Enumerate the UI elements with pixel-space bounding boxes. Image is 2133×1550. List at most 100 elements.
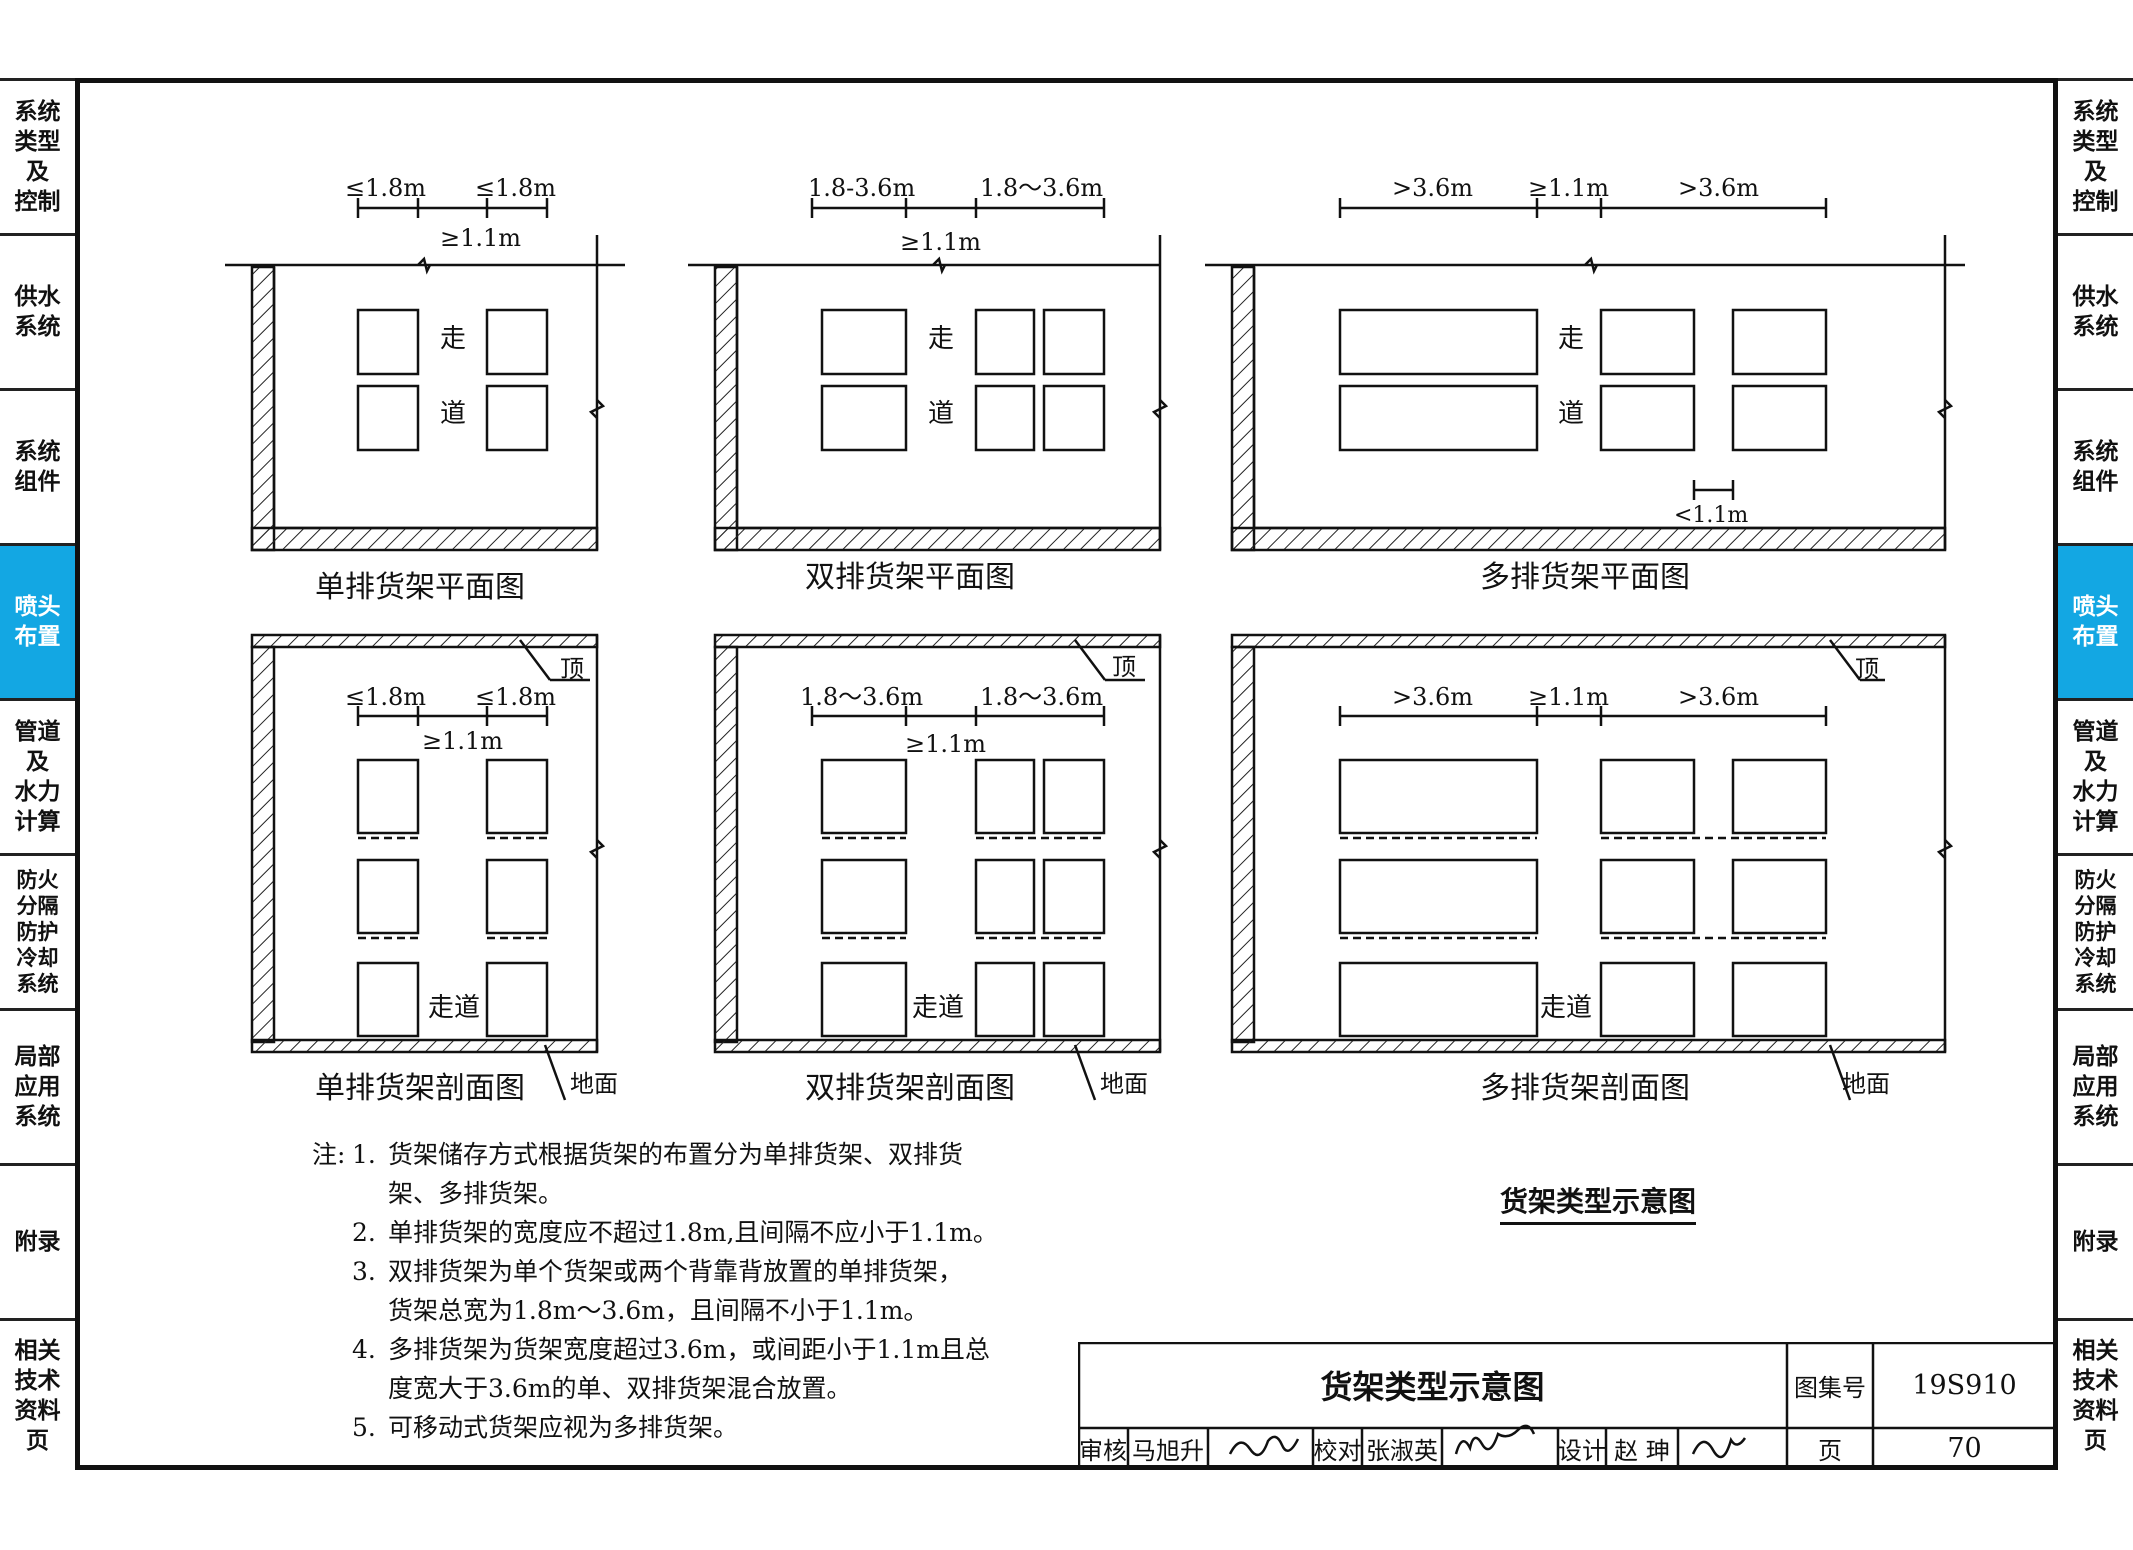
title-block-title: 货架类型示意图 — [1320, 1368, 1545, 1406]
multi-plan-view — [1205, 198, 1965, 552]
note-2: 2. 单排货架的宽度应不超过1.8m,且间隔不应小于1.1m。 — [312, 1213, 1072, 1252]
atlas-number: 19S910 — [1912, 1369, 2017, 1401]
double-section-dim-gap: ≥1.1m — [905, 730, 986, 758]
double-section-ceiling: 顶 — [1112, 653, 1136, 681]
note-5: 5. 可移动式货架应视为多排货架。 — [312, 1408, 1072, 1447]
drawing-frame — [75, 78, 2058, 1470]
figure-caption: 货架类型示意图 — [1500, 1180, 1697, 1225]
nav-tab-system-type[interactable]: 系统 类型 及 控制 — [0, 78, 75, 233]
nav-tab-water-supply[interactable]: 供水 系统 — [0, 233, 75, 388]
multi-section-dim-left: >3.6m — [1392, 683, 1473, 711]
check-label: 校对 — [1313, 1436, 1362, 1465]
nav-tab-system-components[interactable]: 系统 组件 — [0, 388, 75, 543]
multi-plan-dim-mid: ≥1.1m — [1528, 174, 1609, 202]
note-text: 单排货架的宽度应不超过1.8m,且间隔不应小于1.1m。 — [388, 1218, 998, 1247]
signature-checker — [1454, 1424, 1536, 1455]
single-plan-view — [225, 198, 625, 552]
review-label: 审核 — [1079, 1436, 1127, 1465]
note-number: 2. — [352, 1218, 376, 1247]
single-section-title: 单排货架剖面图 — [315, 1071, 525, 1106]
multi-plan-title: 多排货架平面图 — [1480, 560, 1690, 595]
double-section-floor: 地面 — [1100, 1070, 1148, 1098]
nav-tab-fire-separation-right[interactable]: 防火 分隔 防护 冷却 系统 — [2058, 853, 2133, 1008]
nav-tab-related-docs-right[interactable]: 相关 技术 资料 页 — [2058, 1318, 2133, 1470]
nav-tab-piping-hydraulics[interactable]: 管道 及 水力 计算 — [0, 698, 75, 853]
multi-plan-dim-right: >3.6m — [1678, 174, 1759, 202]
reviewer-name: 马旭升 — [1132, 1436, 1204, 1465]
multi-section-dim-mid: ≥1.1m — [1528, 683, 1609, 711]
multi-plan-dim-small: <1.1m — [1674, 503, 1748, 528]
multi-plan-dim-left: >3.6m — [1392, 174, 1473, 202]
nav-tab-system-components-right[interactable]: 系统 组件 — [2058, 388, 2133, 543]
double-section-dim-left: 1.8～3.6m — [800, 683, 923, 711]
double-plan-aisle-bottom: 道 — [928, 399, 954, 429]
left-side-nav: 系统 类型 及 控制 供水 系统 系统 组件 喷头 布置 管道 及 水力 计算 … — [0, 78, 75, 1470]
double-section-title: 双排货架剖面图 — [805, 1071, 1015, 1106]
nav-tab-appendix-right[interactable]: 附录 — [2058, 1163, 2133, 1318]
double-plan-dim-gap: ≥1.1m — [900, 228, 981, 256]
single-plan-aisle-top: 走 — [440, 324, 466, 354]
note-4-cont: 度宽大于3.6m的单、双排货架混合放置。 — [312, 1369, 1072, 1408]
title-block: 货架类型示意图 图集号 19S910 审核 马旭升 校对 张淑英 设计 赵 珅 … — [1078, 1342, 2056, 1469]
single-section-aisle: 走道 — [428, 993, 480, 1023]
right-side-nav: 系统 类型 及 控制 供水 系统 系统 组件 喷头 布置 管道 及 水力 计算 … — [2058, 78, 2133, 1470]
double-plan-view — [688, 198, 1169, 552]
note-1: 注: 1. 货架储存方式根据货架的布置分为单排货架、双排货 — [312, 1135, 1072, 1174]
multi-section-ceiling: 顶 — [1855, 655, 1879, 683]
nav-tab-fire-separation[interactable]: 防火 分隔 防护 冷却 系统 — [0, 853, 75, 1008]
single-plan-aisle-bottom: 道 — [440, 399, 466, 429]
nav-tab-system-type-right[interactable]: 系统 类型 及 控制 — [2058, 78, 2133, 233]
design-label: 设计 — [1558, 1436, 1606, 1465]
page-label: 页 — [1818, 1436, 1842, 1465]
signature-designer — [1691, 1436, 1747, 1459]
single-section-dim-gap: ≥1.1m — [422, 727, 503, 755]
designer-name: 赵 珅 — [1614, 1436, 1670, 1465]
multi-section-aisle: 走道 — [1540, 993, 1592, 1023]
double-section-dim-right: 1.8～3.6m — [980, 683, 1103, 711]
note-number: 4. — [352, 1335, 376, 1364]
multi-section-dim-right: >3.6m — [1678, 683, 1759, 711]
double-plan-dim-left: 1.8-3.6m — [808, 174, 915, 202]
note-text: 双排货架为单个货架或两个背靠背放置的单排货架， — [388, 1257, 964, 1286]
nav-tab-local-application[interactable]: 局部 应用 系统 — [0, 1008, 75, 1163]
double-plan-title: 双排货架平面图 — [805, 560, 1015, 595]
single-section-floor: 地面 — [570, 1070, 618, 1098]
nav-tab-local-application-right[interactable]: 局部 应用 系统 — [2058, 1008, 2133, 1163]
nav-tab-sprinkler-layout-right[interactable]: 喷头 布置 — [2058, 543, 2133, 698]
note-4: 4. 多排货架为货架宽度超过3.6m，或间距小于1.1m且总 — [312, 1330, 1072, 1369]
single-plan-dim-left: ≤1.8m — [345, 174, 426, 202]
double-section-aisle: 走道 — [912, 993, 964, 1023]
note-text: 货架储存方式根据货架的布置分为单排货架、双排货 — [388, 1140, 964, 1169]
nav-tab-appendix[interactable]: 附录 — [0, 1163, 75, 1318]
double-plan-dim-right: 1.8～3.6m — [980, 174, 1103, 202]
note-number: 3. — [352, 1257, 376, 1286]
nav-tab-sprinkler-layout[interactable]: 喷头 布置 — [0, 543, 75, 698]
note-text: 可移动式货架应视为多排货架。 — [388, 1413, 739, 1442]
page-number: 70 — [1947, 1432, 1982, 1464]
multi-section-floor: 地面 — [1842, 1070, 1890, 1098]
nav-tab-piping-hydraulics-right[interactable]: 管道 及 水力 计算 — [2058, 698, 2133, 853]
multi-section-title: 多排货架剖面图 — [1480, 1071, 1690, 1106]
double-section-view — [713, 633, 1169, 1101]
multi-section-view — [1230, 633, 1954, 1101]
single-plan-title: 单排货架平面图 — [315, 570, 525, 605]
title-block-grid — [1078, 1342, 2056, 1469]
double-plan-aisle-top: 走 — [928, 324, 954, 354]
single-section-dim-right: ≤1.8m — [475, 683, 556, 711]
nav-tab-related-docs[interactable]: 相关 技术 资料 页 — [0, 1318, 75, 1470]
single-plan-dim-gap: ≥1.1m — [440, 224, 521, 252]
single-section-view — [250, 633, 606, 1101]
note-text: 度宽大于3.6m的单、双排货架混合放置。 — [388, 1374, 852, 1403]
note-number: 5. — [352, 1413, 376, 1442]
note-text: 架、多排货架。 — [388, 1179, 564, 1208]
single-section-ceiling: 顶 — [560, 655, 584, 683]
note-number: 1. — [352, 1140, 376, 1169]
notes-prefix: 注: — [312, 1140, 346, 1169]
nav-tab-water-supply-right[interactable]: 供水 系统 — [2058, 233, 2133, 388]
single-plan-dim-right: ≤1.8m — [475, 174, 556, 202]
signature-reviewer — [1228, 1435, 1300, 1457]
multi-plan-aisle-top: 走 — [1558, 324, 1584, 354]
note-1-cont: 架、多排货架。 — [312, 1174, 1072, 1213]
single-section-dim-left: ≤1.8m — [345, 683, 426, 711]
